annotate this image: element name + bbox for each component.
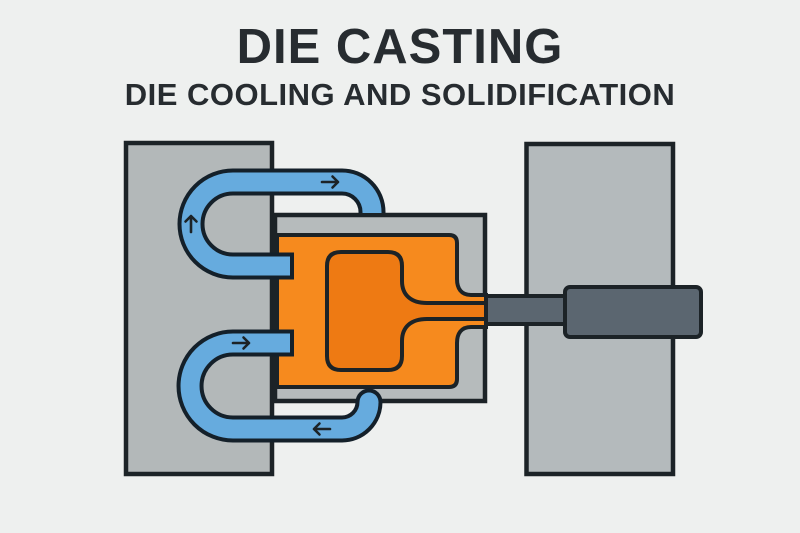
flow-arrow-right-icon <box>231 336 251 350</box>
page-title: DIE CASTING <box>236 20 564 74</box>
page-subtitle: DIE COOLING AND SOLIDIFICATION <box>124 77 676 112</box>
flow-arrow-left-icon <box>312 422 332 436</box>
cooling-channel-top <box>181 172 382 276</box>
cooling-channel-bottom <box>180 333 379 439</box>
solidifying-casting <box>325 250 488 372</box>
plunger-cylinder <box>563 285 703 339</box>
flow-arrow-up-icon <box>184 214 198 234</box>
flow-arrow-right-icon <box>320 175 340 189</box>
plunger-rod <box>484 294 568 326</box>
